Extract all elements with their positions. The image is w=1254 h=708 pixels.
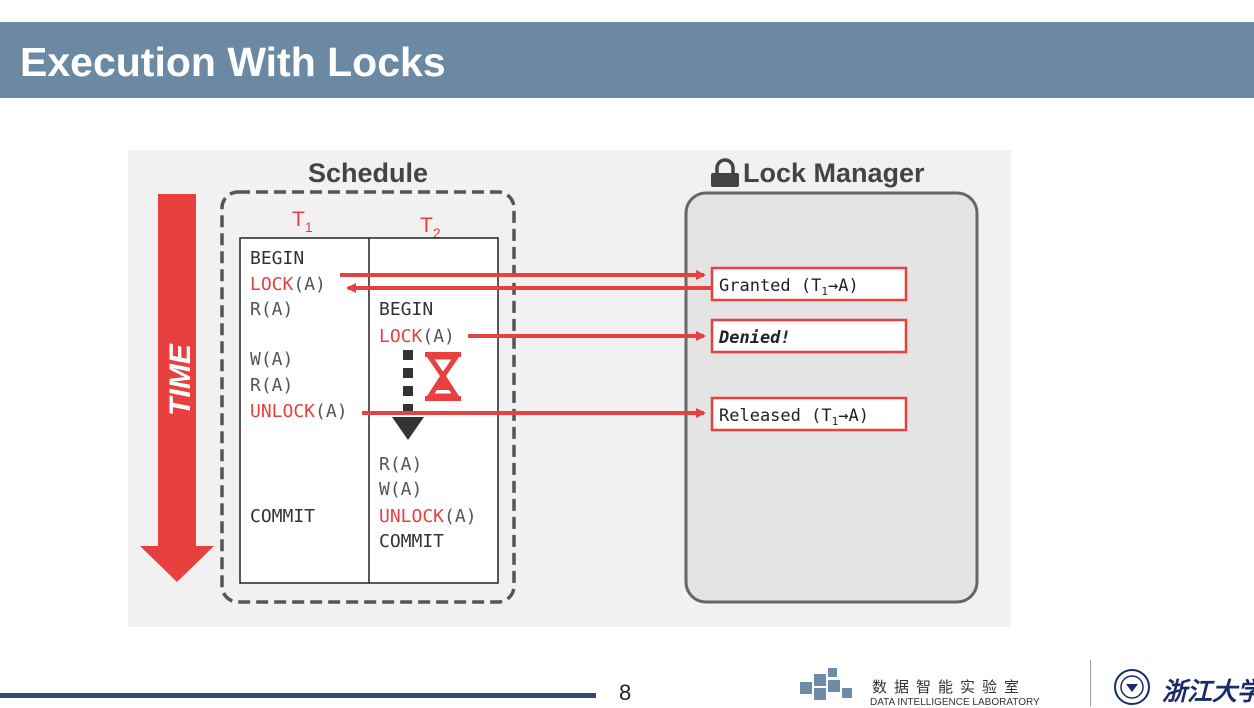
t2-read: R(A) — [379, 454, 422, 475]
university-emblem-icon — [1114, 669, 1150, 705]
slide-title: Execution With Locks — [20, 39, 446, 85]
t2-unlock: UNLOCK(A) — [379, 506, 477, 527]
released-box — [710, 396, 908, 432]
t1-write: W(A) — [250, 349, 293, 370]
released-message: Released (T1→A) — [719, 406, 869, 428]
diagram-canvas: TIME Schedule T1 T2 BEGIN LOCK(A) R(A) W… — [140, 158, 979, 604]
t1-unlock: UNLOCK(A) — [250, 401, 348, 422]
t2-operations: BEGIN LOCK(A) R(A) W(A) UNLOCK(A) COMMIT — [379, 299, 477, 552]
hourglass-icon — [425, 352, 461, 401]
t1-read-1: R(A) — [250, 299, 293, 320]
denied-message: Denied! — [718, 328, 791, 348]
lab-name-en: DATA INTELLIGENCE LABORATORY — [870, 697, 1040, 708]
page-number: 8 — [619, 680, 632, 705]
time-arrow: TIME — [140, 194, 214, 582]
university-name-cn: 浙江大学 — [1162, 677, 1254, 706]
lock-diagram: TIME Schedule T1 T2 BEGIN LOCK(A) R(A) W… — [128, 150, 1011, 627]
t2-begin: BEGIN — [379, 299, 433, 320]
schedule-label: Schedule — [308, 158, 428, 188]
granted-box — [710, 266, 908, 302]
denied-box — [710, 318, 908, 354]
t2-header: T2 — [420, 214, 441, 241]
t2-lock: LOCK(A) — [379, 326, 455, 347]
lab-name-cn: 数据智能实验室 — [872, 678, 1027, 696]
t1-read-2: R(A) — [250, 375, 293, 396]
lock-manager-label: Lock Manager — [743, 158, 925, 188]
lock-icon — [711, 158, 739, 187]
footer-line — [0, 693, 596, 698]
title-bar: Execution With Locks — [0, 22, 1254, 98]
footer-separator — [1090, 660, 1091, 706]
lab-logo-icon — [800, 668, 852, 700]
t1-header: T1 — [292, 208, 313, 235]
granted-message: Granted (T1→A) — [719, 276, 859, 298]
t2-write: W(A) — [379, 479, 422, 500]
schedule-box — [220, 190, 516, 604]
t2-commit: COMMIT — [379, 531, 444, 552]
t1-begin: BEGIN — [250, 248, 304, 269]
t1-operations: BEGIN LOCK(A) R(A) W(A) R(A) UNLOCK(A) C… — [250, 248, 348, 527]
t1-lock: LOCK(A) — [250, 274, 326, 295]
t1-commit: COMMIT — [250, 506, 315, 527]
time-label: TIME — [164, 343, 197, 416]
wait-indicator — [392, 350, 424, 440]
